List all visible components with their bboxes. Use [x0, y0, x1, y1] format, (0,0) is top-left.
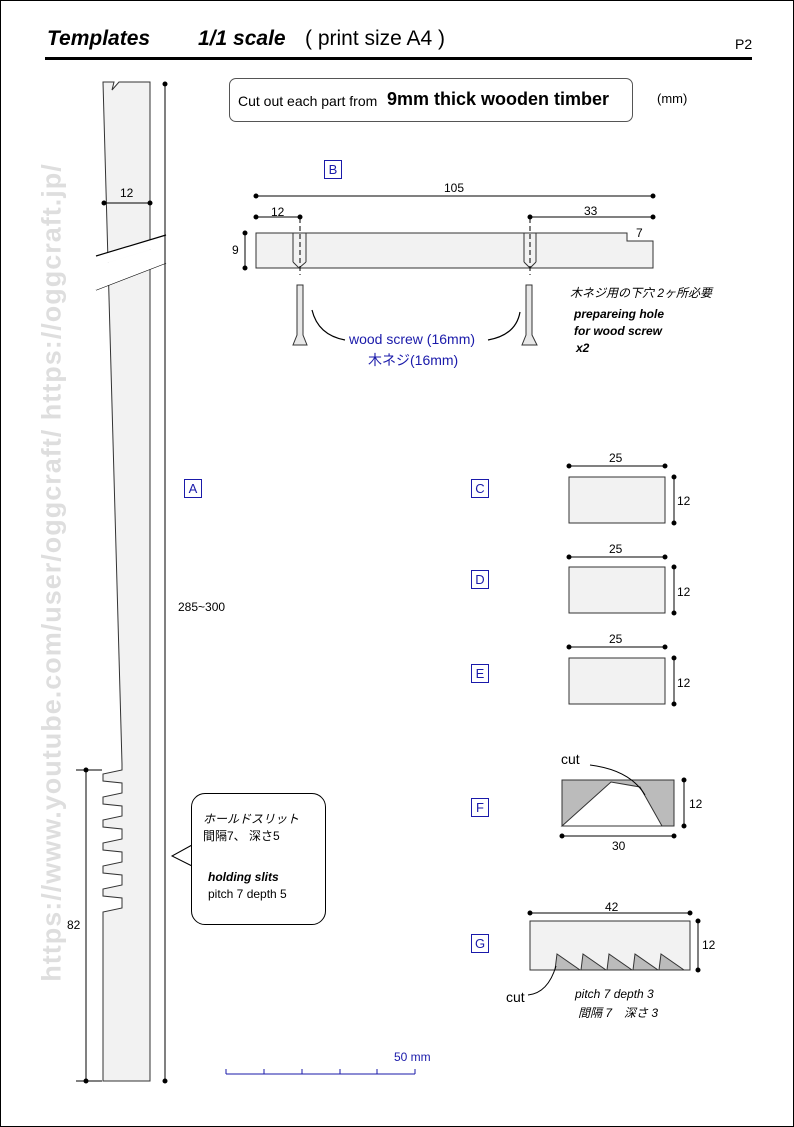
- part-a-slit-span: 82: [67, 918, 81, 932]
- bubble-en-2: pitch 7 depth 5: [208, 887, 287, 901]
- part-f-cut-label: cut: [561, 751, 580, 767]
- part-a-length: 285~300: [178, 600, 226, 614]
- scale-bar-label: 50 mm: [394, 1050, 431, 1064]
- part-b-label: B: [324, 160, 342, 179]
- part-c-label: C: [471, 479, 489, 498]
- scale-bar: [225, 1069, 416, 1075]
- part-b-height: 9: [232, 243, 239, 257]
- unit-label: (mm): [657, 91, 688, 106]
- hole-note-en-1: prepareing hole: [574, 307, 665, 321]
- part-d-height: 12: [677, 585, 691, 599]
- hole-note-en-3: x2: [576, 341, 590, 355]
- part-g-label: G: [471, 934, 489, 953]
- part-e-width: 25: [609, 632, 623, 646]
- part-b-length: 105: [444, 181, 465, 195]
- screw-left-icon: [292, 284, 308, 346]
- part-c-width: 25: [609, 451, 623, 465]
- bubble-jp-1: ホールドスリット: [203, 812, 300, 826]
- part-b-left: 12: [271, 205, 285, 219]
- bubble-jp-2: 間隔7、 深さ5: [203, 829, 280, 843]
- part-c-rect: [568, 476, 666, 524]
- page-title: Templates: [47, 27, 151, 50]
- part-a-stick: [102, 81, 151, 1082]
- header-rule: [45, 57, 752, 60]
- part-e-height: 12: [677, 676, 691, 690]
- part-g-pitch-en: pitch 7 depth 3: [575, 987, 654, 1001]
- screw-label-jp: 木ネジ(16mm): [368, 352, 459, 368]
- part-g-width: 42: [605, 900, 619, 914]
- instruction-emphasis: 9mm thick wooden timber: [387, 89, 610, 109]
- hole-note-en-2: for wood screw: [574, 324, 663, 338]
- part-d-label: D: [471, 570, 489, 589]
- part-b-right: 33: [584, 204, 598, 218]
- bubble-en-1: holding slits: [208, 870, 279, 884]
- screw-label-en: wood screw (16mm): [349, 331, 476, 347]
- print-size-label: ( print size A4 ): [305, 27, 446, 50]
- holding-slits-bubble: ホールドスリット 間隔7、 深さ5 holding slits pitch 7 …: [191, 793, 326, 925]
- part-c-height: 12: [677, 494, 691, 508]
- part-g-height: 12: [702, 938, 716, 952]
- scale-label: 1/1 scale: [198, 27, 286, 50]
- part-f-label: F: [471, 798, 489, 817]
- part-g-cut-label: cut: [506, 989, 525, 1005]
- screw-right-icon: [521, 284, 538, 346]
- part-f-height: 12: [689, 797, 703, 811]
- part-b-bar: [255, 232, 654, 269]
- page-number: P2: [735, 36, 753, 52]
- instruction-prefix: Cut out each part from: [238, 93, 378, 109]
- part-f-width: 30: [612, 839, 626, 853]
- part-f-cut: [560, 781, 663, 827]
- part-a-break: [95, 234, 167, 291]
- part-a-label: A: [184, 479, 202, 498]
- part-a-width: 12: [120, 186, 134, 200]
- part-e-label: E: [471, 664, 489, 683]
- part-b-notch: 7: [636, 226, 643, 240]
- part-d-width: 25: [609, 542, 623, 556]
- instruction-box: Cut out each part from 9mm thick wooden …: [229, 78, 633, 122]
- part-d-rect: [568, 566, 666, 614]
- part-g-pitch-jp: 間隔 7 深さ 3: [578, 1006, 659, 1020]
- part-e-rect: [568, 657, 666, 705]
- hole-note-jp: 木ネジ用の下穴 2ヶ所必要: [570, 286, 713, 300]
